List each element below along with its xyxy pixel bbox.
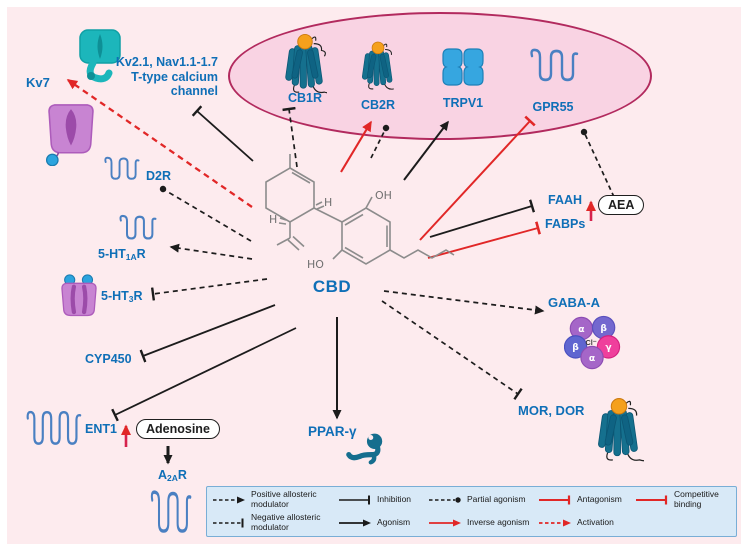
label-a2ar: A2AR <box>158 468 187 483</box>
gabaa-pentamer-icon: α β β γ α Cl⁻ <box>564 315 621 370</box>
edge-cbd-faah-inhibition <box>429 199 536 238</box>
edge-cbd-cb2r-inverse-agonism <box>340 120 372 173</box>
gabaa-subunit-beta1: β <box>600 323 607 334</box>
edge-cbd-cb2r-partial-agonism <box>370 124 390 159</box>
edge-cbd-mor-nam <box>381 300 523 401</box>
ttype-calcium-channel-icon <box>45 104 94 166</box>
edge-cbd-gpr55-antagonism <box>419 115 536 241</box>
5ht3r-channel-icon <box>61 274 97 317</box>
edge-cbd-5ht1ar-pam <box>169 243 253 260</box>
edge-cbd-fabps-competitive-binding <box>427 221 541 259</box>
dashed-tbar-black-icon <box>213 518 244 528</box>
label-cb1r: CB1R <box>287 91 323 105</box>
edge-cbd-ent1-inhibition <box>111 327 297 422</box>
solid-tbar-black-icon <box>339 495 370 505</box>
legend-item-competitive-binding: Competitive binding <box>635 490 731 510</box>
legend-item-inhibition: Inhibition <box>338 490 428 510</box>
a2ar-receptor-icon <box>150 490 192 533</box>
label-cb2r: CB2R <box>360 98 396 112</box>
legend-box: Positive allosteric modulator Inhibition… <box>206 486 737 537</box>
legend-item-inverse-agonism: Inverse agonism <box>428 513 538 533</box>
edge-cbd-cyp450-inhibition <box>139 304 276 363</box>
cb1r-receptor-icon <box>285 33 327 94</box>
label-trpv1: TRPV1 <box>442 96 484 110</box>
label-gpr55: GPR55 <box>532 100 574 114</box>
dashed-arrow-red-icon <box>539 519 571 527</box>
adenosine-pill: Adenosine <box>136 419 220 439</box>
edge-aea-gpr55-partial-agonism <box>580 128 615 198</box>
trpv1-channel-icon <box>442 48 484 86</box>
cb2r-receptor-icon <box>361 41 394 90</box>
legend-empty-cell <box>635 513 731 533</box>
gabaa-subunit-beta2: β <box>572 342 579 353</box>
gpr55-receptor-icon <box>530 48 579 82</box>
label-kv7: Kv7 <box>26 75 50 90</box>
label-5ht3r: 5-HT3R <box>101 289 143 304</box>
legend-item-pam: Positive allosteric modulator <box>212 490 338 510</box>
dashed-arrow-black-icon <box>213 496 245 504</box>
solid-arrow-red-icon <box>429 519 461 527</box>
label-fabps: FABPs <box>545 217 586 231</box>
legend-item-activation: Activation <box>538 513 635 533</box>
legend-item-nam: Negative allosteric modulator <box>212 512 338 533</box>
solid-tbar-red-icon <box>539 495 571 505</box>
d2r-receptor-icon <box>104 156 140 180</box>
gabaa-subunit-gamma: γ <box>605 342 612 353</box>
legend-item-antagonism: Antagonism <box>538 490 635 510</box>
cbd-molecule-structure: H H OH HO <box>265 154 455 271</box>
solid-tbar-red-icon <box>636 495 668 505</box>
label-mor-dor: MOR, DOR <box>518 403 585 418</box>
label-cyp450: CYP450 <box>85 352 132 366</box>
ppar-gamma-icon <box>346 433 383 465</box>
label-ent1: ENT1 <box>85 422 117 436</box>
gabaa-subunit-alpha1: α <box>578 324 584 335</box>
edge-cbd-kv21-inhibition <box>191 105 254 162</box>
molecule-h-label-2: H <box>269 213 277 226</box>
solid-arrow-black-icon <box>339 519 371 527</box>
gabaa-subunit-alpha2: α <box>589 353 595 364</box>
edge-cbd-kv7-activation <box>66 79 253 208</box>
aea-pill: AEA <box>598 195 645 215</box>
molecule-h-label-1: H <box>324 196 332 209</box>
ent1-transporter-icon <box>26 410 82 445</box>
edge-cbd-cb1r-nam <box>282 106 298 168</box>
edge-cbd-trpv1-agonism <box>403 120 449 181</box>
label-d2r: D2R <box>146 169 172 183</box>
label-faah: FAAH <box>548 193 583 207</box>
kv7-channel-icon <box>79 29 121 83</box>
5ht1ar-receptor-icon <box>119 214 157 240</box>
edge-cbd-d2r-partial-agonism <box>159 185 252 242</box>
edge-cbd-gabaa-pam <box>383 290 545 315</box>
gabaa-chloride-label: Cl⁻ <box>586 338 597 347</box>
legend-item-partial-agonism: Partial agonism <box>428 490 538 510</box>
molecule-oh-label: OH <box>375 189 392 202</box>
dashed-dot-black-icon <box>429 497 461 503</box>
label-ppar-gamma: PPAR-γ <box>308 424 357 439</box>
label-gabaa: GABA-A <box>548 295 600 310</box>
label-kv21-ttype: Kv2.1, Nav1.1-1.7 T-type calcium channel <box>115 55 218 98</box>
legend-item-agonism: Agonism <box>338 513 428 533</box>
molecule-ho-label: HO <box>307 258 324 271</box>
label-5ht1ar: 5-HT1AR <box>98 247 146 262</box>
mor-dor-receptor-icon <box>598 398 644 462</box>
edge-cbd-5ht3r-nam <box>150 278 268 301</box>
label-cbd: CBD <box>312 277 352 296</box>
